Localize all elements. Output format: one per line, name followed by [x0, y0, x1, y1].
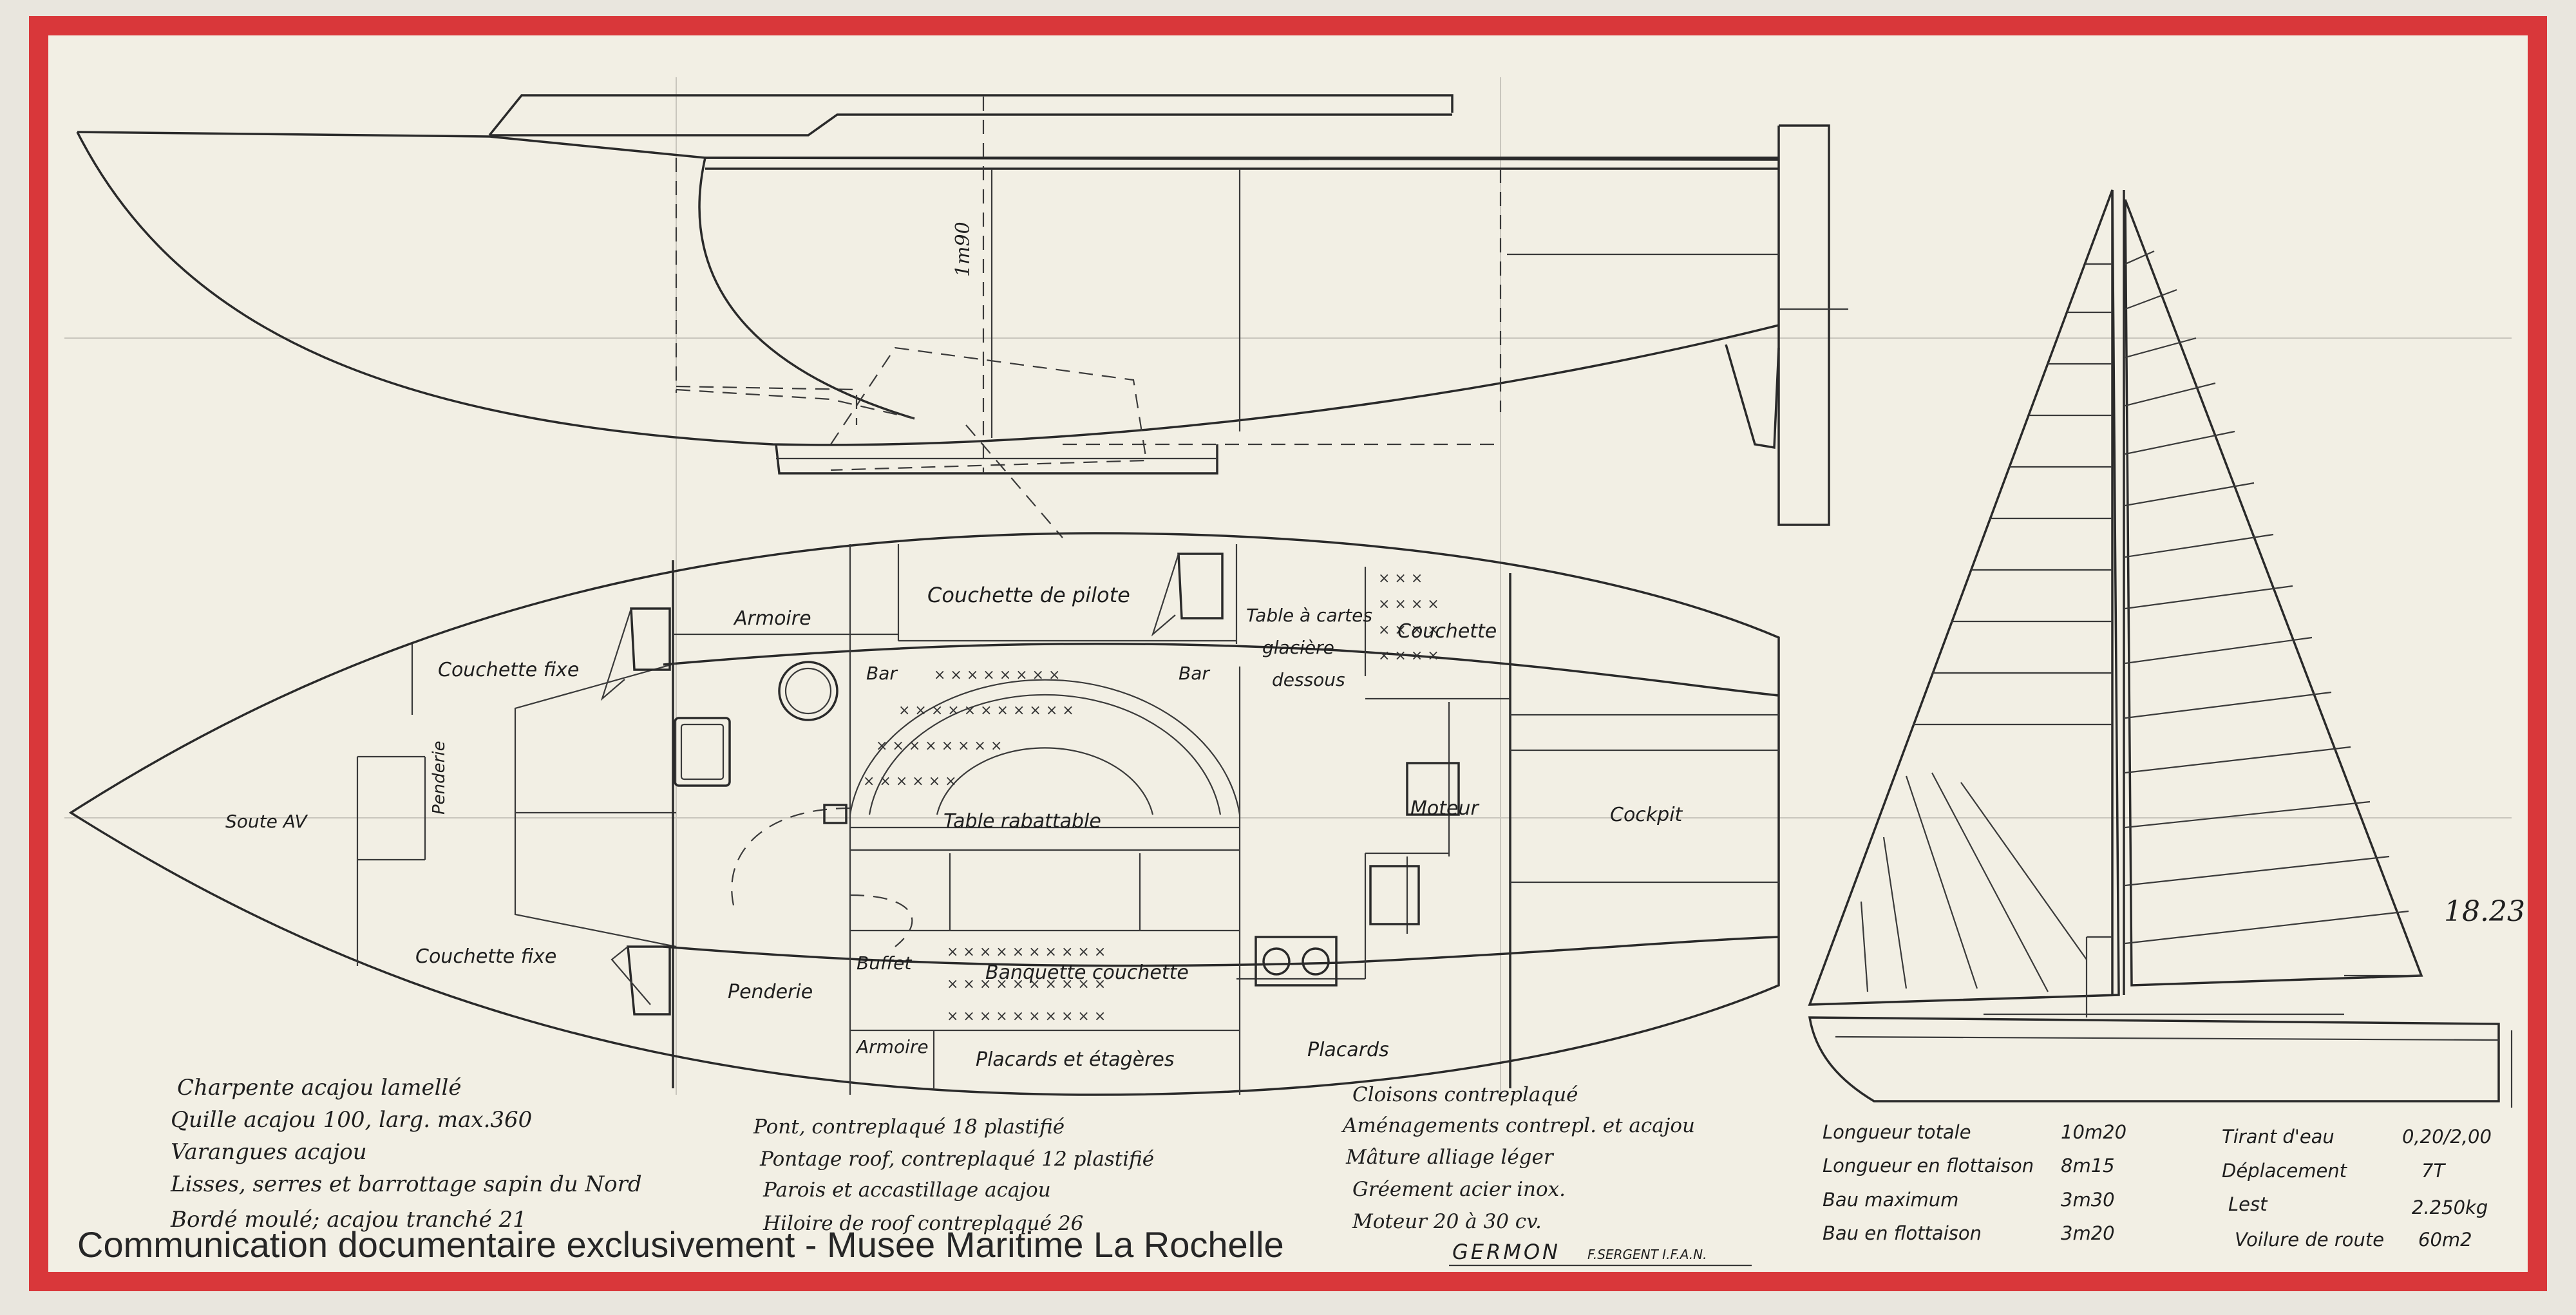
sail-plan: 18.23 [1808, 189, 2525, 1108]
cushion-hatch: × × × × × × × × × × × × × × × × × × × × … [863, 571, 1439, 1025]
notes-middle: Pont, contreplaqué 18 plastifié Pontage … [753, 1115, 1154, 1235]
profile-view: 1m90 [76, 94, 1848, 538]
label-engine: Moteur [1410, 797, 1479, 820]
svg-text:× × × × × × × ×: × × × × × × × × [934, 667, 1060, 683]
spec-label-4: Bau en flottaison [1823, 1222, 1982, 1244]
label-wardrobe-top: Armoire [733, 607, 811, 630]
height-dimension: 1m90 [952, 222, 974, 277]
note-mid-3: Parois et accastillage acajou [762, 1178, 1051, 1202]
note-left-2: Quille acajou 100, larg. max.360 [171, 1107, 532, 1133]
note-right-2: Aménagements contrepl. et acajou [1341, 1114, 1695, 1137]
plan-view: × × × × × × × × × × × × × × × × × × × × … [68, 532, 1780, 1096]
spec-value-3: 3m30 [2061, 1189, 2115, 1211]
label-buffet: Buffet [857, 952, 912, 974]
note-left-4: Lisses, serres et barrottage sapin du No… [170, 1171, 642, 1197]
note-mid-4: Hiloire de roof contreplaqué 26 [762, 1212, 1083, 1235]
label-folding-table: Table rabattable [943, 810, 1101, 833]
svg-text:× × × ×: × × × × [1378, 596, 1439, 612]
note-left-3: Varangues acajou [171, 1139, 367, 1165]
label-convertible-bench: Banquette couchette [985, 961, 1189, 984]
label-hanging-locker: Penderie [728, 981, 813, 1003]
svg-text:× × × × × × × × × ×: × × × × × × × × × × [947, 1008, 1106, 1025]
label-fwd-hold: Soute AV [225, 811, 308, 832]
note-left-5: Bordé moulé; acajou tranché 21 [170, 1207, 527, 1233]
svg-text:× × × × × ×: × × × × × × [863, 773, 957, 790]
svg-text:× × ×: × × × [1378, 571, 1423, 587]
svg-text:× × × ×: × × × × [1378, 648, 1439, 664]
label-chart-table-icebox: glacière [1262, 637, 1334, 658]
label-wardrobe-bottom: Armoire [855, 1036, 929, 1057]
note-left-1: Charpente acajou lamellé [177, 1075, 462, 1101]
spec-right-label-4: Voilure de route [2235, 1229, 2384, 1251]
label-cockpit: Cockpit [1610, 804, 1683, 826]
spec-label-3: Bau maximum [1823, 1189, 1958, 1211]
svg-text:× × × × × × × ×: × × × × × × × × [876, 738, 1002, 754]
spec-right-label-3: Lest [2228, 1193, 2268, 1215]
spec-right-label-2: Déplacement [2222, 1160, 2348, 1182]
note-right-4: Gréement acier inox. [1352, 1178, 1566, 1201]
svg-text:× × × ×: × × × × [1378, 622, 1439, 638]
note-right-3: Mâture alliage léger [1345, 1146, 1555, 1169]
spec-label-2: Longueur en flottaison [1823, 1155, 2034, 1177]
svg-text:× × × × × × × × × ×: × × × × × × × × × × [947, 976, 1106, 992]
label-berth: Couchette [1397, 620, 1497, 643]
label-hanging-locker-fwd: Penderie [430, 741, 449, 815]
spec-right-value-1: 0,20/2,00 [2402, 1126, 2492, 1148]
label-fixed-berth-top: Couchette fixe [438, 659, 579, 681]
note-right-1: Cloisons contreplaqué [1352, 1083, 1578, 1106]
label-chart-table: Table à cartes [1246, 605, 1372, 626]
spec-right-value-4: 60m2 [2418, 1229, 2472, 1251]
watermark-notice: Communication documentaire exclusivement… [77, 1224, 1284, 1265]
boat-name: GERMON [1452, 1240, 1560, 1264]
designer-name: F.SERGENT I.F.A.N. [1587, 1247, 1707, 1262]
label-chart-table-below: dessous [1272, 669, 1345, 690]
red-frame [29, 16, 2547, 1291]
label-pilot-berth: Couchette de pilote [927, 583, 1130, 607]
svg-text:× × × × × × × × × ×: × × × × × × × × × × [947, 944, 1106, 960]
spec-right-value-3: 2.250kg [2412, 1197, 2488, 1218]
svg-text:× × × × × × × × × × ×: × × × × × × × × × × × [898, 703, 1074, 719]
label-cupboards: Placards [1307, 1039, 1389, 1061]
note-mid-2: Pontage roof, contreplaqué 12 plastifié [759, 1148, 1154, 1171]
spec-table: Longueur totale 10m20 Longueur en flotta… [1823, 1121, 2492, 1251]
note-right-5: Moteur 20 à 30 cv. [1352, 1210, 1542, 1233]
note-mid-1: Pont, contreplaqué 18 plastifié [753, 1115, 1065, 1139]
spec-value-2: 8m15 [2061, 1155, 2115, 1177]
notes-right: Cloisons contreplaqué Aménagements contr… [1341, 1083, 1695, 1233]
spec-value-1: 10m20 [2061, 1121, 2126, 1143]
spec-right-label-1: Tirant d'eau [2222, 1126, 2334, 1148]
notes-left: Charpente acajou lamellé Quille acajou 1… [170, 1075, 642, 1233]
spec-right-value-2: 7T [2421, 1160, 2446, 1182]
sheet-number: 18.23 [2444, 895, 2525, 928]
spec-label-1: Longueur totale [1823, 1121, 1971, 1143]
label-bar-left: Bar [866, 663, 898, 684]
spec-value-4: 3m20 [2061, 1222, 2115, 1244]
label-fixed-berth-bottom: Couchette fixe [415, 945, 556, 968]
title-block: GERMON F.SERGENT I.F.A.N. [1449, 1240, 1752, 1267]
label-cupboards-shelves: Placards et étagères [976, 1048, 1175, 1071]
label-bar-right: Bar [1179, 663, 1210, 684]
